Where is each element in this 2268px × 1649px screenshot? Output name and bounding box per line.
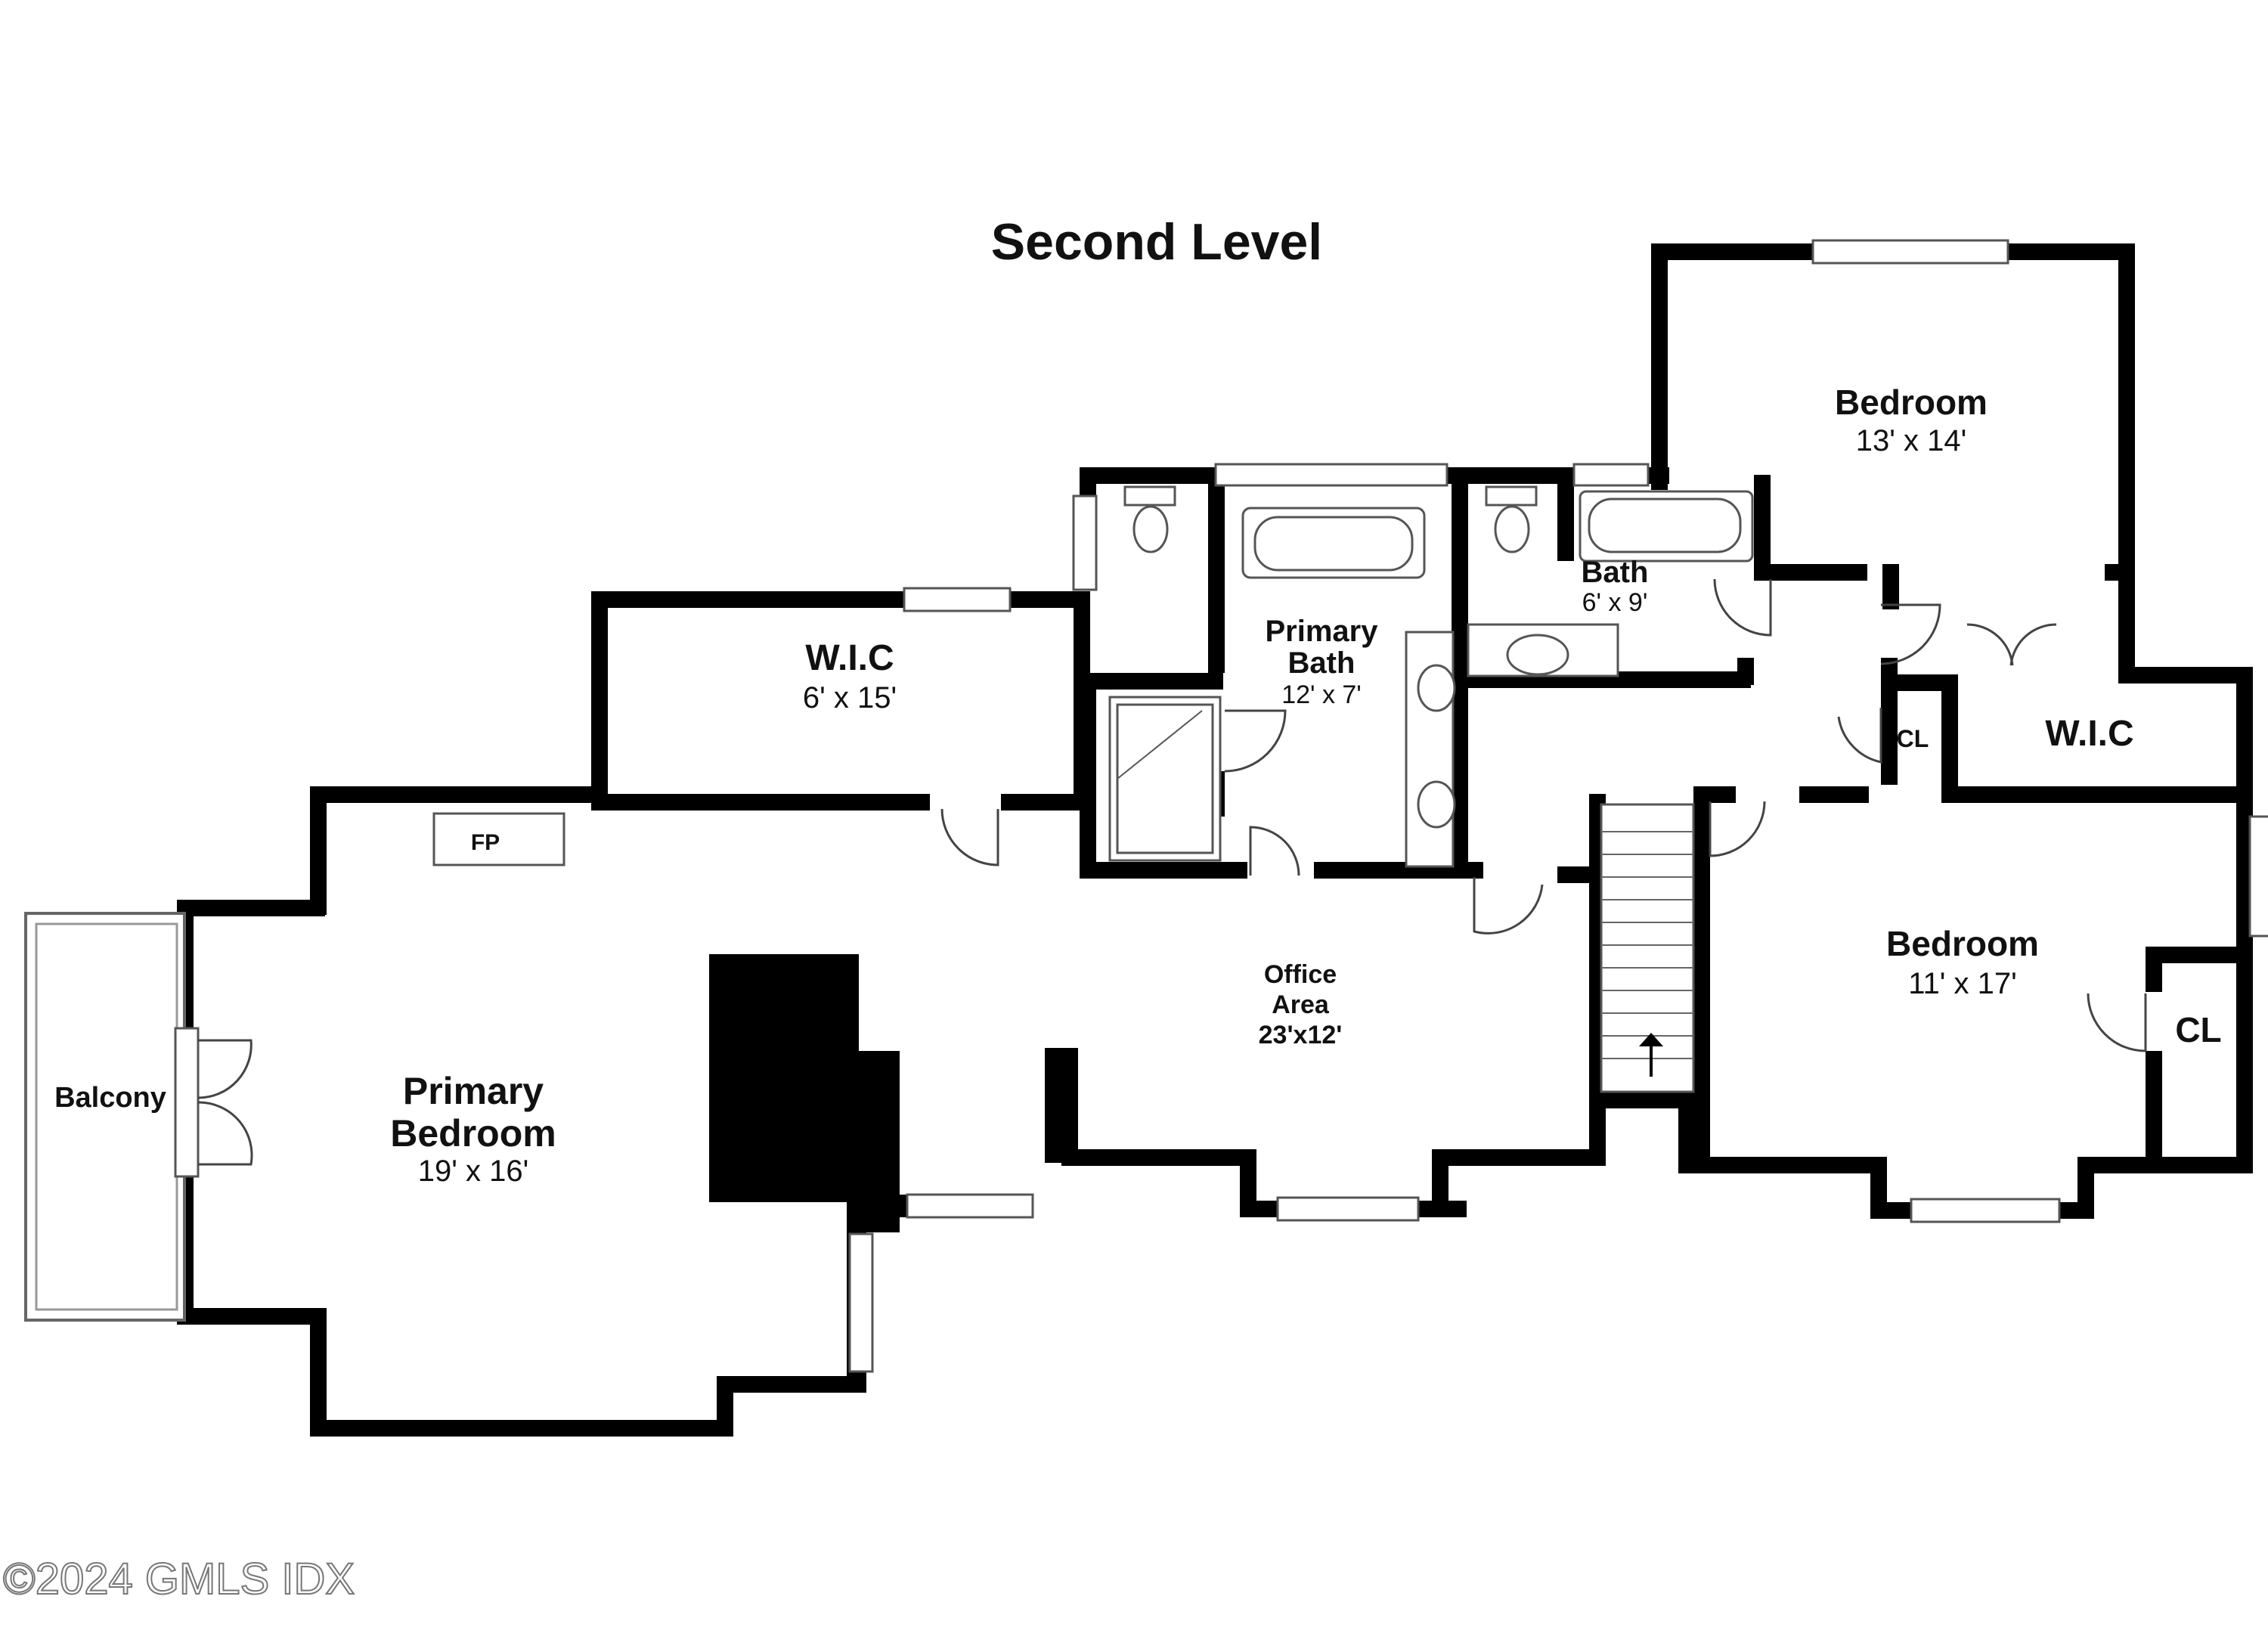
- office-name-2: Area: [1272, 990, 1330, 1019]
- plan-title: Second Level: [991, 213, 1322, 271]
- room-labels: Bedroom 13' x 14' Bath 6' x 9' Primary B…: [54, 383, 2222, 1188]
- doors: [197, 578, 2147, 1166]
- bath-dims: 6' x 9': [1582, 588, 1648, 617]
- primary-bath-name-1: Primary: [1266, 615, 1379, 648]
- wic-a-name: W.I.C: [805, 638, 894, 678]
- bedroom-b-dims: 11' x 17': [1908, 967, 2017, 1000]
- primary-bedroom-name-2: Bedroom: [390, 1112, 556, 1155]
- bedroom-a-name: Bedroom: [1835, 383, 1988, 422]
- primary-bath-dims: 12' x 7': [1281, 680, 1362, 709]
- office-name-1: Office: [1264, 960, 1337, 989]
- watermark: ©2024 GMLS IDX: [3, 1554, 355, 1604]
- primary-bedroom-dims: 19' x 16': [418, 1155, 528, 1188]
- windows: [848, 239, 2268, 1373]
- fireplace-label: FP: [471, 830, 500, 855]
- fixtures: [432, 485, 1754, 1093]
- balcony: [24, 912, 200, 1322]
- closet-b-name: CL: [2175, 1010, 2221, 1049]
- wic-b-name: W.I.C: [2045, 714, 2133, 754]
- office-dims: 23'x12': [1259, 1021, 1343, 1049]
- bath-name: Bath: [1582, 556, 1649, 589]
- closet-a-name: CL: [1897, 725, 1929, 752]
- wic-a-dims: 6' x 15': [803, 681, 897, 714]
- primary-bath-name-2: Bath: [1288, 646, 1356, 680]
- balcony-label: Balcony: [54, 1082, 166, 1114]
- bedroom-b-name: Bedroom: [1886, 924, 2039, 963]
- stair-arrow-icon: [1639, 1033, 1663, 1077]
- primary-bedroom-name-1: Primary: [403, 1070, 544, 1112]
- bedroom-a-dims: 13' x 14': [1856, 424, 1966, 457]
